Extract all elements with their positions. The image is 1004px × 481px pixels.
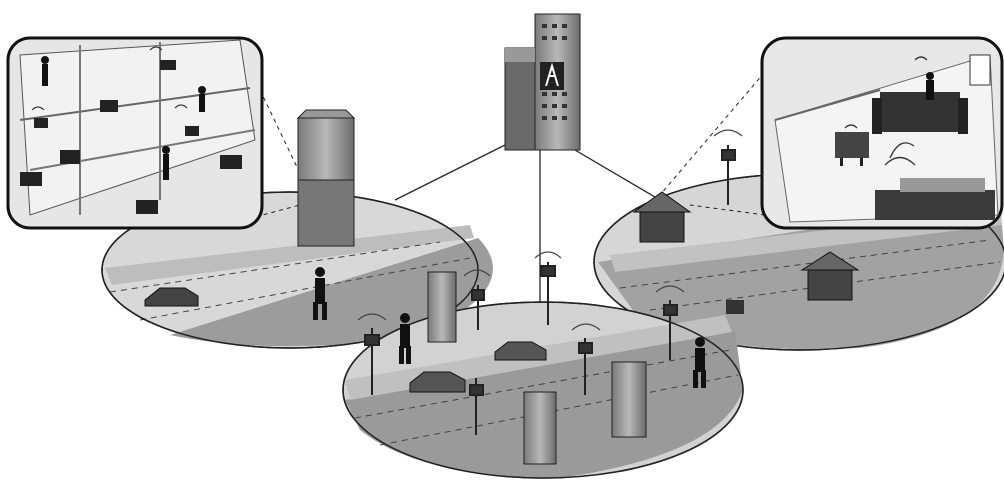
sofa-icon [872, 92, 968, 134]
link-left [395, 145, 505, 200]
link-right [575, 150, 660, 200]
central-building [505, 14, 580, 150]
person-icon [926, 72, 934, 100]
kiosk-icon [298, 110, 354, 246]
mailbox-icon [726, 300, 744, 314]
